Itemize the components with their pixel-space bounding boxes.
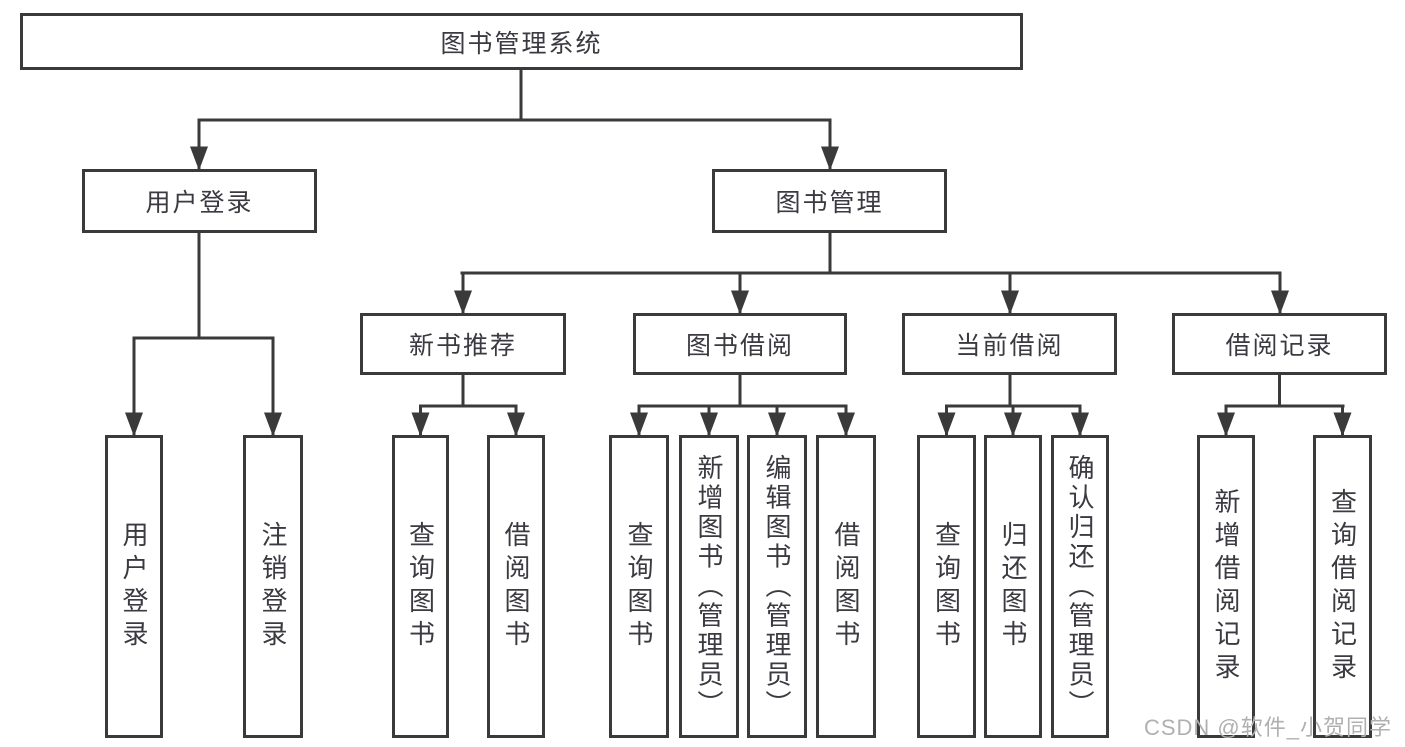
- leaf-newbooks-borrow-book: 借阅图书: [487, 435, 545, 738]
- leaf-label: 确认归还（管理员）: [1065, 453, 1095, 720]
- leaf-borrowing-query-book: 查询图书: [609, 435, 669, 738]
- node-book-management: 图书管理: [712, 169, 947, 233]
- leaf-records-add-borrow-record: 新增借阅记录: [1197, 435, 1255, 738]
- leaf-label: 借阅图书: [831, 520, 861, 653]
- leaf-label: 编辑图书（管理员）: [762, 453, 792, 720]
- node-label: 图书借阅: [685, 332, 794, 360]
- leaf-newbooks-query-book: 查询图书: [392, 435, 449, 738]
- leaf-label: 归还图书: [998, 520, 1028, 653]
- leaf-label: 注销登录: [258, 520, 288, 653]
- node-label: 图书管理: [775, 189, 884, 217]
- node-current-borrowing: 当前借阅: [902, 313, 1117, 375]
- leaf-current-query-book: 查询图书: [917, 435, 976, 738]
- node-label: 用户登录: [145, 189, 254, 217]
- node-new-book-recommendation: 新书推荐: [360, 313, 566, 375]
- leaf-label: 查询图书: [931, 520, 962, 653]
- node-user-login: 用户登录: [82, 169, 317, 233]
- leaf-user-login: 用户登录: [105, 435, 163, 738]
- leaf-label: 查询图书: [624, 520, 654, 653]
- node-borrowing-records: 借阅记录: [1172, 313, 1387, 375]
- leaf-label: 查询借阅记录: [1327, 487, 1358, 686]
- node-label: 借阅记录: [1225, 332, 1334, 360]
- node-label: 当前借阅: [955, 332, 1064, 360]
- leaf-label: 新增借阅记录: [1211, 487, 1241, 686]
- node-label: 图书管理系统: [440, 29, 603, 58]
- leaf-label: 新增图书（管理员）: [694, 453, 724, 720]
- node-library-management-system: 图书管理系统: [20, 13, 1023, 70]
- leaf-records-query-borrow-record: 查询借阅记录: [1313, 435, 1372, 738]
- watermark: CSDN @软件_小贺同学: [1143, 715, 1392, 740]
- leaf-logout-login: 注销登录: [243, 435, 303, 738]
- node-book-borrowing: 图书借阅: [633, 313, 847, 375]
- leaf-borrowing-add-book-admin: 新增图书（管理员）: [679, 435, 739, 738]
- leaf-current-return-book: 归还图书: [984, 435, 1042, 738]
- leaf-label: 借阅图书: [501, 520, 531, 653]
- leaf-borrowing-borrow-book: 借阅图书: [816, 435, 876, 738]
- leaf-borrowing-edit-book-admin: 编辑图书（管理员）: [747, 435, 807, 738]
- node-label: 新书推荐: [408, 332, 517, 360]
- leaf-label: 用户登录: [119, 520, 149, 653]
- leaf-current-confirm-return-admin: 确认归还（管理员）: [1051, 435, 1109, 738]
- leaf-label: 查询图书: [405, 520, 436, 653]
